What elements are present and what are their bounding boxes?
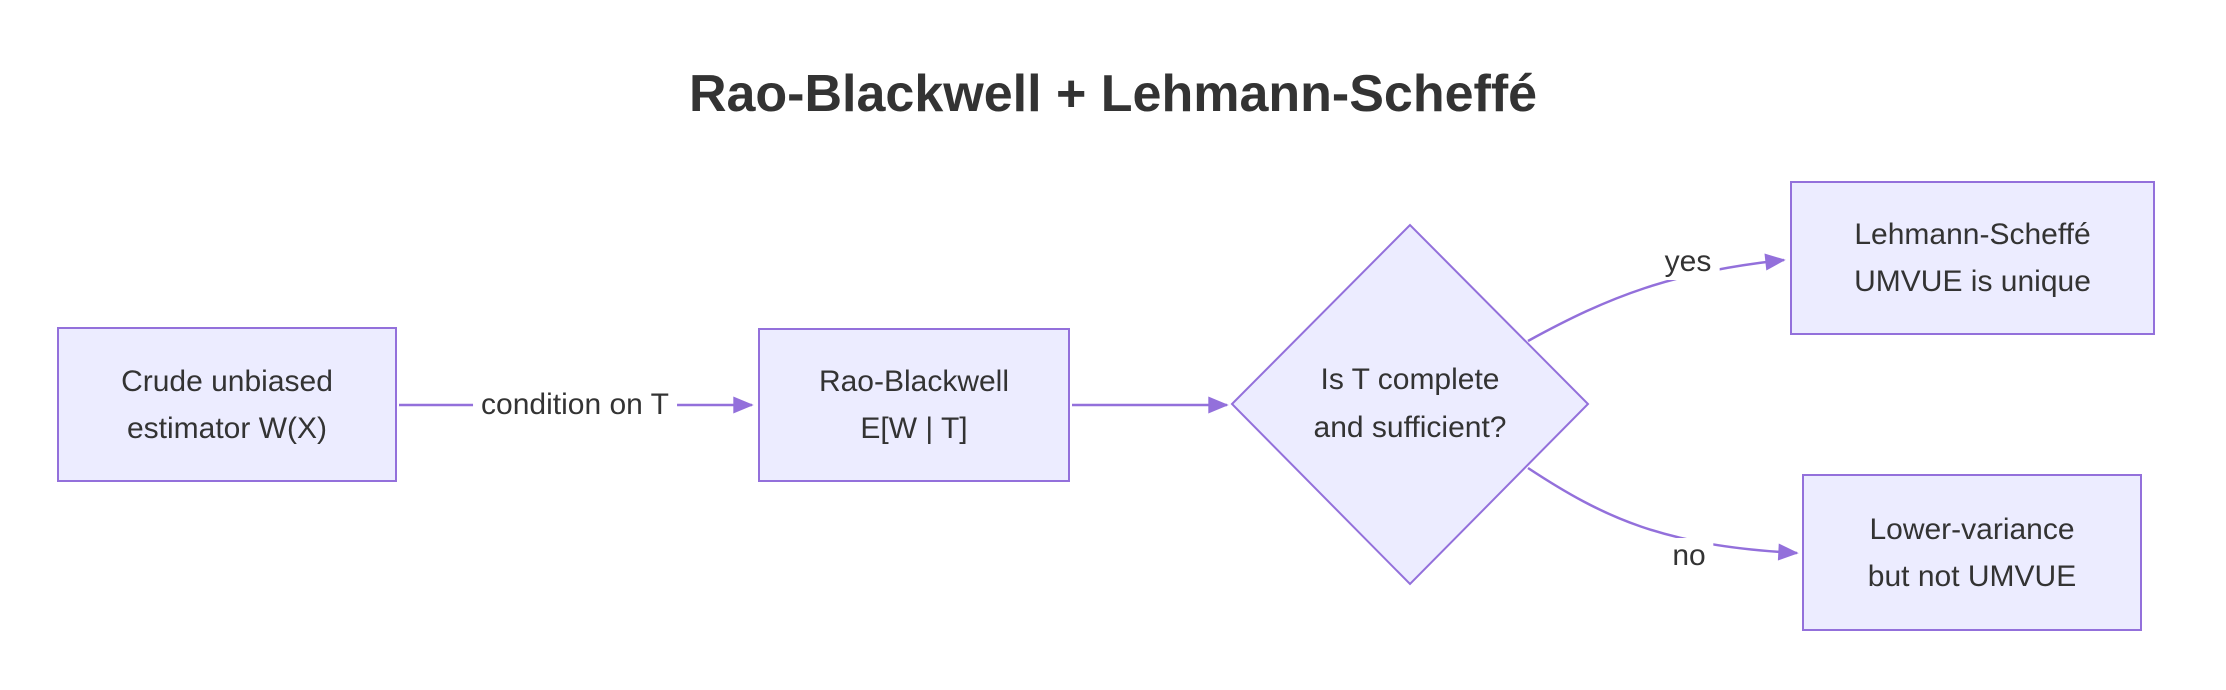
- edge-no: [1527, 466, 1799, 561]
- node-lehmann-scheffe: Lehmann-Scheffé UMVUE is unique: [1790, 181, 2155, 335]
- decision-line2: and sufficient?: [1313, 411, 1507, 444]
- node-lower-variance-line2: but not UMVUE: [1867, 559, 2077, 593]
- edge-label-no: no: [1664, 538, 1714, 574]
- decision-diamond-shape: [1230, 223, 1590, 586]
- node-rao-blackwell-line1: Rao-Blackwell: [818, 365, 1010, 398]
- node-lower-variance-line1: Lower-variance: [1869, 512, 2075, 546]
- node-rao-blackwell-line2: E[W | T]: [860, 412, 968, 445]
- edge-yes: [1527, 253, 1786, 343]
- edge-label-condition-on-t: condition on T: [473, 387, 677, 423]
- node-crude-line1: Crude unbiased: [121, 364, 333, 398]
- decision-line1: Is T complete: [1320, 363, 1500, 396]
- diagram-title: Rao-Blackwell + Lehmann-Scheffé: [688, 65, 1538, 123]
- edge-label-yes: yes: [1656, 244, 1720, 280]
- node-rao-blackwell: Rao-Blackwell E[W | T]: [758, 328, 1070, 482]
- node-lehmann-scheffe-line2: UMVUE is unique: [1854, 265, 2091, 298]
- node-crude-line2: estimator W(X): [126, 411, 327, 445]
- node-crude-estimator: Crude unbiased estimator W(X): [57, 327, 397, 482]
- node-lower-variance: Lower-variance but not UMVUE: [1802, 474, 2142, 631]
- node-lehmann-scheffe-line1: Lehmann-Scheffé: [1854, 218, 2091, 251]
- decision-diamond-label: Is T complete and sufficient?: [1314, 356, 1507, 452]
